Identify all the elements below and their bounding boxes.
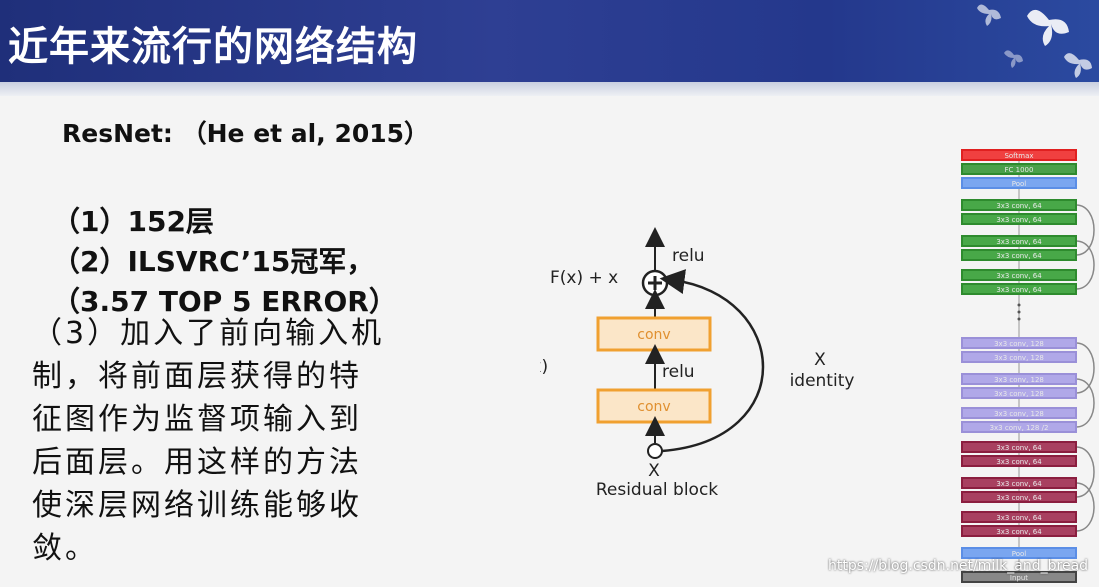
network-layer-label: Input [1010,574,1028,582]
residual-block-caption: Residual block [596,480,718,500]
network-layer-label: 3x3 conv, 64 [996,528,1042,536]
point-error: （3.57 TOP 5 ERROR） [52,285,397,318]
point-layers: （1）152层 [52,205,214,238]
network-layer-label: 3x3 conv, 64 [996,514,1042,522]
network-layer-label: Pool [1012,180,1027,188]
slide-title: 近年来流行的网络结构 [8,24,418,70]
sum-label: F(x) + x [550,268,618,288]
network-layer-label: 3x3 conv, 64 [996,202,1042,210]
network-layer-label: 3x3 conv, 64 [996,480,1042,488]
network-layer [961,571,1077,583]
ellipsis-dot [1017,317,1021,321]
network-layer-label: 3x3 conv, 64 [996,458,1042,466]
network-layer-label: 3x3 conv, 64 [996,286,1042,294]
input-node-icon [647,443,663,459]
watermark: https://blog.csdn.net/milk_and_bread [828,558,1089,574]
network-layer-label: 3x3 conv, 64 [996,238,1042,246]
network-layer-label: 3x3 conv, 64 [996,272,1042,280]
conv-top-label: conv [637,327,670,343]
network-layer [961,213,1077,225]
skip-connection [1075,342,1095,394]
ellipsis-dot [1017,310,1021,314]
explanation-line: 敛。 [32,531,98,566]
input-x-label: X [648,461,660,481]
network-layer-label: Softmax [1004,152,1033,160]
ellipsis-dot [1017,303,1021,307]
header-divider [0,82,1099,96]
network-layer [961,441,1077,453]
network-layer [961,163,1077,175]
resnet-citation: ResNet: （He et al, 2015） [62,119,430,148]
network-layer-label: 3x3 conv, 64 [996,252,1042,260]
network-layer-label: 3x3 conv, 128 [994,340,1044,348]
network-layer [961,283,1077,295]
network-layer [961,249,1077,261]
network-layer-label: 3x3 conv, 128 [994,354,1044,362]
conv-bottom-label: conv [637,399,670,415]
skip-connection [1075,204,1095,256]
network-layer-label: 3x3 conv, 128 [994,376,1044,384]
point-champion: （2）ILSVRC’15冠军， [52,245,375,278]
conv-layer-bottom [596,388,712,424]
network-layer-label: 3x3 conv, 128 [994,390,1044,398]
explanation-line: 使深层网络训练能够收 [32,488,362,523]
skip-connection [1075,378,1095,428]
network-layer [961,407,1077,419]
mid-relu-label: relu [662,362,695,382]
top-relu-label: relu [672,246,705,266]
skip-connection [1075,482,1095,532]
network-layer [961,421,1077,433]
network-layer-label: Pool [1012,550,1027,558]
network-layer-label: 3x3 conv, 128 [994,410,1044,418]
skip-connection [1075,240,1095,290]
network-layer [961,337,1077,349]
network-layer [961,547,1077,559]
explanation-text: （3）加入了前向输入机 制，将前面层获得的特 征图作为监督项输入到 后面层。用这… [32,312,492,570]
explanation-line: 征图作为监督项输入到 [32,402,362,437]
identity-shortcut-arrow [659,269,765,453]
slide-header: 近年来流行的网络结构 [0,0,1099,82]
network-layer [961,387,1077,399]
network-layer [961,177,1077,189]
network-layer [961,199,1077,211]
network-layer [961,525,1077,537]
network-layer [961,351,1077,363]
network-layer [961,149,1077,161]
network-layer [961,269,1077,281]
network-layer-label: 3x3 conv, 64 [996,494,1042,502]
network-layer [961,455,1077,467]
residual-block-diagram: relu F(x) + x conv relu F(x) conv X iden… [540,227,855,500]
skip-connection [1075,446,1095,498]
network-layer [961,491,1077,503]
network-layer-label: FC 1000 [1005,166,1034,174]
explanation-line: 制，将前面层获得的特 [32,359,362,394]
network-layer [961,477,1077,489]
network-layer [961,235,1077,247]
butterfly-decoration-icon [977,4,1092,78]
explanation-line: 后面层。用这样的方法 [32,445,362,480]
network-layer-label: 3x3 conv, 128 /2 [990,424,1049,432]
network-layer-label: 3x3 conv, 64 [996,216,1042,224]
identity-x-label: X [814,350,826,370]
network-layer-label: 3x3 conv, 64 [996,444,1042,452]
identity-label: identity [790,371,855,391]
explanation-line: （3）加入了前向输入机 [32,316,385,351]
network-layer [961,373,1077,385]
fx-label: F(x) [540,357,548,377]
network-layer [961,511,1077,523]
